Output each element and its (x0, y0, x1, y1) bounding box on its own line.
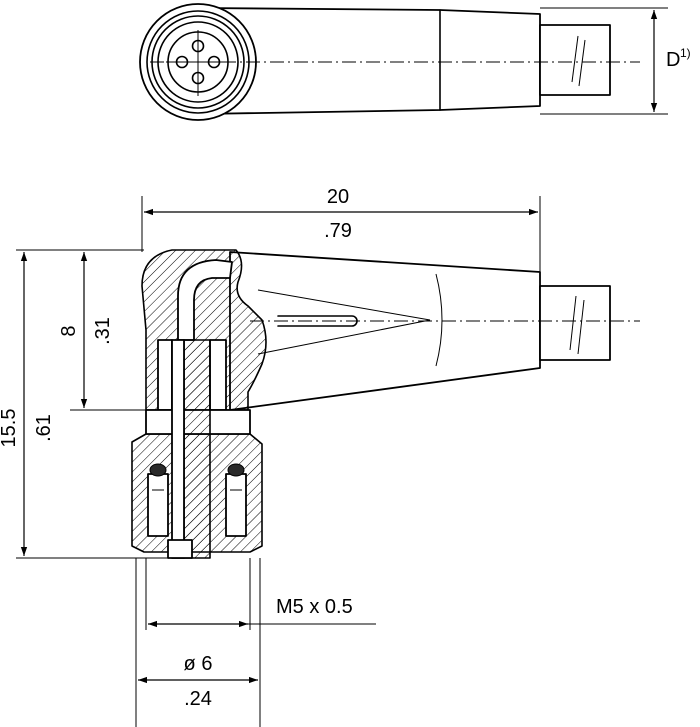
total-height-in-label: .61 (33, 414, 55, 442)
top-view-break-line-2 (578, 39, 586, 87)
elbow-height-in-label: .31 (92, 317, 114, 345)
thread-label: M5 x 0.5 (276, 596, 353, 618)
length-mm-label: 20 (327, 186, 349, 208)
elbow-height-mm-label: 8 (58, 325, 80, 336)
nut-cavity-left (147, 473, 169, 537)
side-break-line-2 (577, 299, 585, 355)
insert-column (183, 339, 211, 559)
side-break-line-1 (569, 295, 577, 351)
side-cone-line-top (257, 289, 431, 321)
side-cone-line-bottom (257, 319, 431, 355)
o-ring-left (149, 463, 167, 477)
d-footnote-label: 1) (680, 46, 691, 60)
contact-pin (171, 339, 185, 559)
top-view-break-line-1 (571, 35, 579, 83)
bent-contact (177, 259, 233, 341)
socket-left (157, 339, 173, 411)
side-cable (539, 285, 611, 361)
side-body (229, 251, 541, 411)
side-section-view: 20 .79 8 .31 15.5 .61 M5 x 0.5 ø 6 .24 (0, 186, 640, 727)
side-body-contour (435, 273, 443, 367)
o-ring-right (227, 463, 245, 477)
diameter-in-label: .24 (184, 688, 212, 710)
top-view: D 1) (139, 3, 691, 121)
d-label: D (666, 49, 680, 71)
total-height-mm-label: 15.5 (0, 409, 20, 448)
pin-tip (167, 539, 193, 559)
length-in-label: .79 (324, 220, 352, 242)
nut-cavity-right (225, 473, 247, 537)
socket-right (209, 339, 227, 411)
diameter-mm-label: ø 6 (184, 653, 213, 675)
